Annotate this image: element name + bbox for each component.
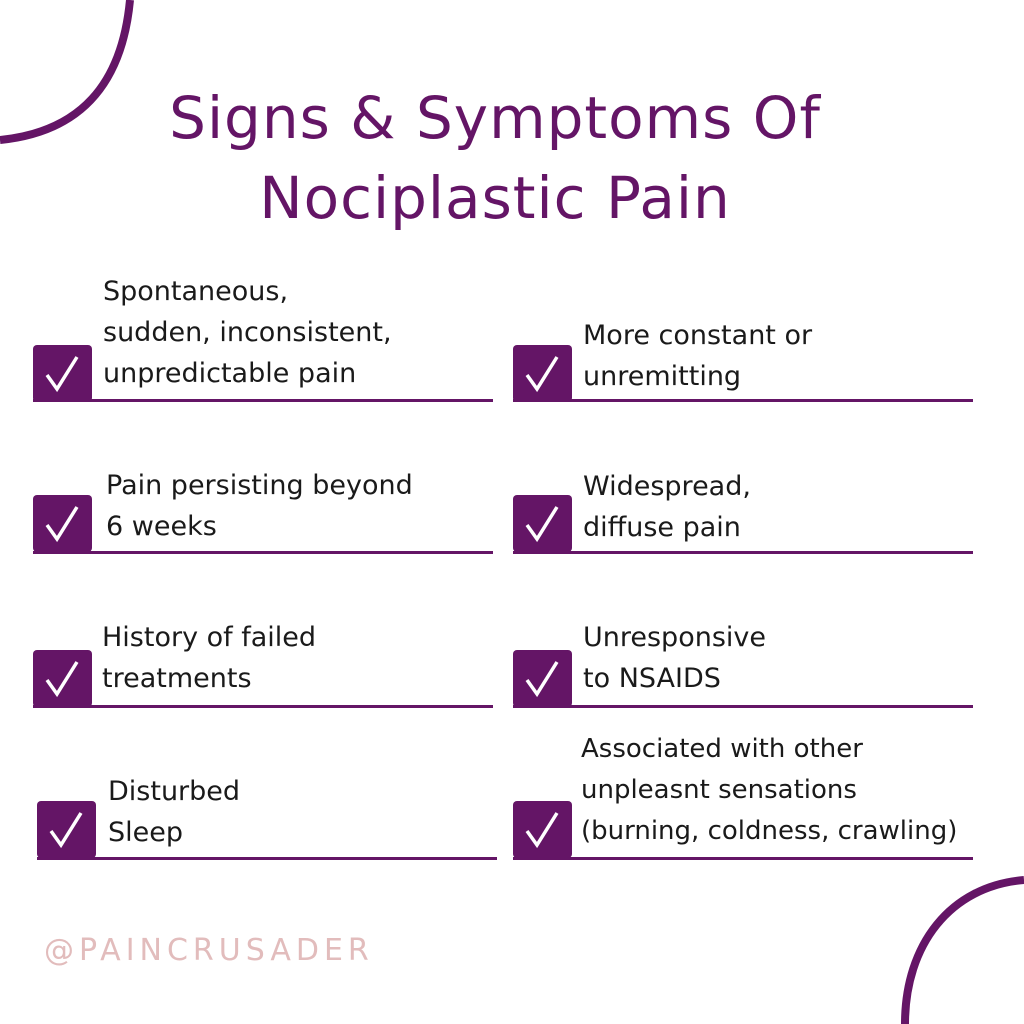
page-title: Signs & Symptoms Of Nociplastic Pain (0, 78, 990, 238)
checkmark-icon (45, 356, 79, 393)
item-underline (33, 399, 493, 402)
checkmark-icon (49, 812, 83, 849)
item-underline (513, 705, 973, 708)
checkbox-checked (33, 345, 92, 402)
item-underline (33, 705, 493, 708)
item-underline (513, 857, 973, 860)
title-line-1: Signs & Symptoms Of (169, 84, 821, 152)
checkbox-checked (513, 495, 572, 552)
social-handle: @PAINCRUSADER (44, 933, 374, 968)
bottom-right-curve (901, 876, 1024, 1024)
checkmark-icon (525, 356, 559, 393)
checkmark-icon (45, 661, 79, 698)
item-underline (33, 551, 493, 554)
item-underline (513, 399, 973, 402)
checkbox-checked (513, 801, 572, 858)
checkbox-checked (33, 495, 92, 552)
checkbox-checked (513, 345, 572, 402)
checkmark-icon (525, 506, 559, 543)
checkmark-icon (45, 506, 79, 543)
item-underline (37, 857, 497, 860)
item-underline (513, 551, 973, 554)
top-left-curve (0, 0, 134, 144)
checkbox-checked (33, 650, 92, 707)
title-line-2: Nociplastic Pain (259, 164, 731, 232)
checkmark-icon (525, 812, 559, 849)
symptom-text: Widespread,diffuse pain (583, 471, 751, 543)
checkmark-icon (525, 661, 559, 698)
checkbox-checked (513, 650, 572, 707)
symptom-text: Spontaneous,sudden, inconsistent,unpredi… (103, 276, 392, 389)
checkbox-checked (37, 801, 96, 858)
